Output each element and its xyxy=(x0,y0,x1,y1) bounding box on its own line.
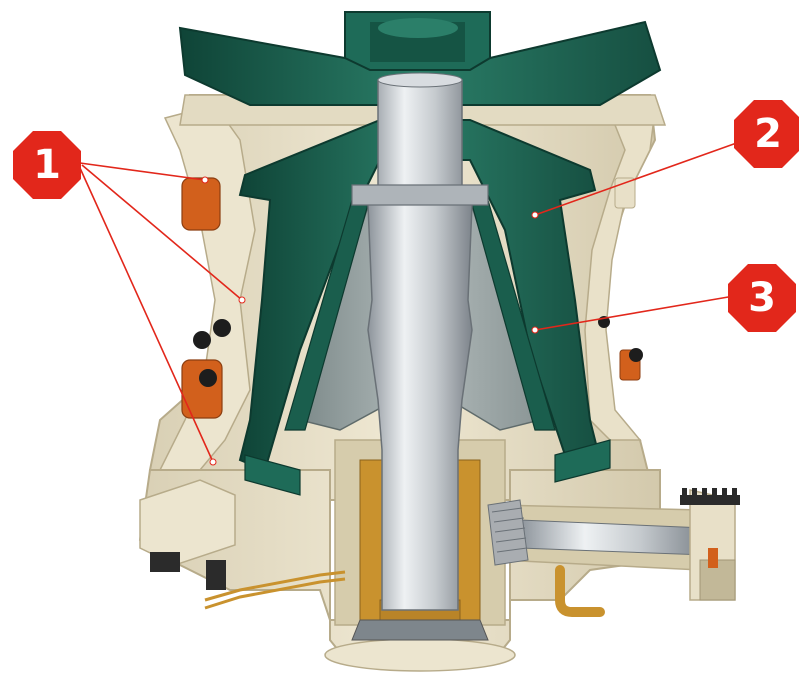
octagon-badge-icon xyxy=(13,131,81,199)
leader-1a xyxy=(79,162,206,181)
lube-pipes-left xyxy=(204,570,346,610)
leader-2 xyxy=(534,139,746,216)
leader-endpoints xyxy=(201,176,539,466)
octagon-badge-icon xyxy=(728,264,796,332)
adjustment-ring-seals xyxy=(244,439,611,496)
lube-pipe-right xyxy=(555,565,605,617)
main-shaft xyxy=(351,72,489,611)
bowl-liner xyxy=(238,119,602,472)
leader-1b xyxy=(81,164,243,301)
tramp-release-cylinder xyxy=(139,479,236,590)
callout-3-label: 3 xyxy=(748,275,776,321)
callout-2: 2 xyxy=(734,100,799,168)
callout-3: 3 xyxy=(728,264,796,332)
leader-lines xyxy=(79,139,746,463)
callout-2-label: 2 xyxy=(754,111,782,157)
leader-1c xyxy=(79,167,214,463)
countershaft xyxy=(487,488,740,601)
leader-3 xyxy=(534,294,741,331)
callout-1-label: 1 xyxy=(33,142,61,188)
callout-1: 1 xyxy=(13,131,81,199)
feed-hopper xyxy=(178,11,662,106)
octagon-badge-icon xyxy=(734,100,799,168)
